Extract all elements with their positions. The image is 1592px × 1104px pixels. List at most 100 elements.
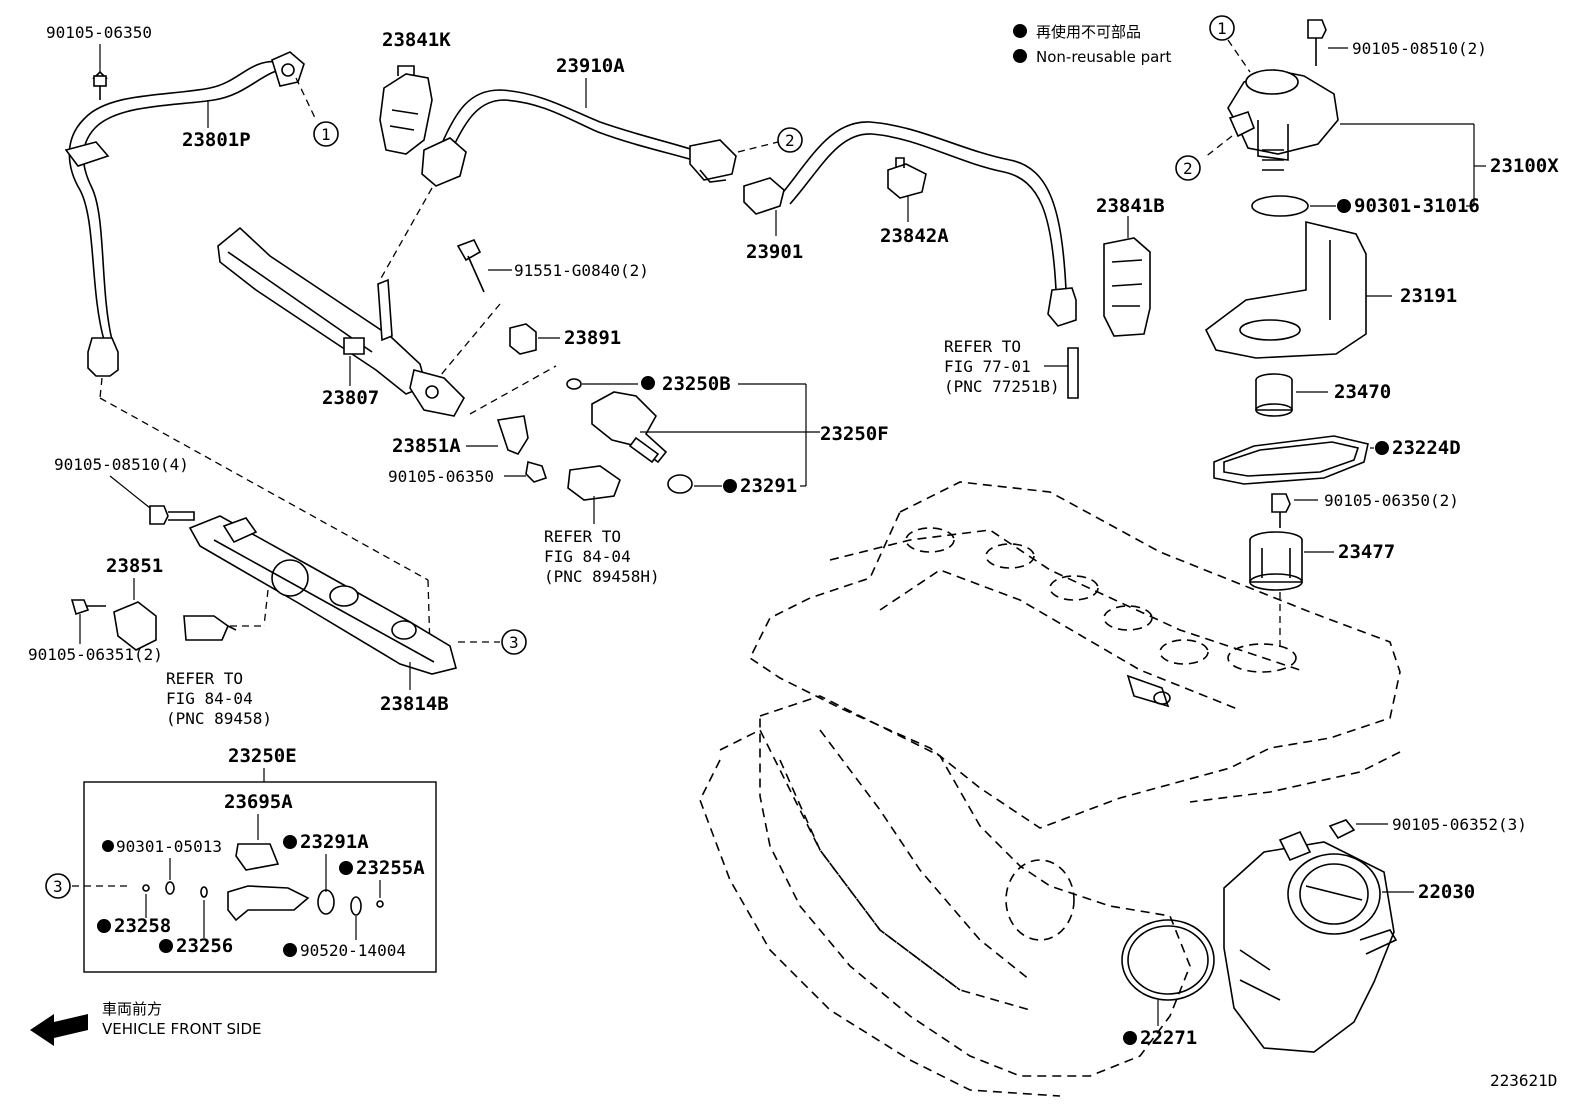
part-22030: 22030 <box>1418 881 1475 903</box>
part-23910A: 23910A <box>556 55 625 77</box>
part-23842A: 23842A <box>880 225 949 247</box>
part-90105-06350-2: 90105-06350(2) <box>1324 491 1459 510</box>
bolt-90105-06350-2 <box>1271 493 1318 528</box>
part-90105-06350-top: 90105-06350 <box>46 23 152 42</box>
fuel-pump-23100X <box>1203 69 1339 171</box>
fuel-hose-23801P <box>64 51 431 651</box>
o-ring-90301-31016 <box>1251 195 1309 217</box>
ring-23255A <box>376 900 384 908</box>
ref-fig84b-line2: FIG 84-04 <box>166 689 253 708</box>
engine-outline <box>699 481 1401 1097</box>
injector-kit <box>227 885 310 922</box>
callout-1-right <box>1209 15 1235 41</box>
connector-23841K <box>379 65 433 155</box>
ref-fig77-line3: (PNC 77251B) <box>944 377 1060 396</box>
part-90105-06350-mid: 90105-06350 <box>388 467 494 486</box>
figure-id: 223621D <box>1490 1071 1557 1090</box>
part-23250F: 23250F <box>820 423 889 445</box>
legend: 再使用不可部品 Non-reusable part <box>1013 23 1171 66</box>
ref-fig77-line1: REFER TO <box>944 337 1021 356</box>
callout-3-right-label: 3 <box>509 633 519 652</box>
bolt-90105-08510 <box>149 505 195 525</box>
injector-group-23250F <box>469 365 820 494</box>
part-23255A: 23255A <box>356 857 425 879</box>
callout-2-right-label: 2 <box>1183 159 1193 178</box>
gasket-23224D <box>1213 435 1374 485</box>
reference-fig-77-01: REFER TO FIG 77-01 (PNC 77251B) <box>944 337 1079 399</box>
part-90301-31016: 90301-31016 <box>1354 195 1480 217</box>
callout-1-left <box>313 121 339 147</box>
bolt-90105-06351 <box>70 599 106 644</box>
part-90105-06351: 90105-06351(2) <box>28 645 163 664</box>
part-23291A: 23291A <box>300 831 369 853</box>
part-23814B: 23814B <box>380 693 449 715</box>
part-90105-08510-4: 90105-08510(4) <box>54 455 189 474</box>
ref-fig84b-line3: (PNC 89458) <box>166 709 272 728</box>
bolt-90105-08510-2 <box>1307 19 1348 66</box>
clip-23695A <box>235 843 280 871</box>
vehicle-front-indicator: 車両前方 VEHICLE FRONT SIDE <box>30 1000 262 1046</box>
part-23801P: 23801P <box>182 129 251 151</box>
part-90105-08510-2: 90105-08510(2) <box>1352 39 1487 58</box>
housing-23477 <box>1249 531 1334 648</box>
ref-fig84b-line1: REFER TO <box>166 669 243 688</box>
callout-1-left-label: 1 <box>321 125 331 144</box>
part-23256: 23256 <box>176 935 233 957</box>
part-23191: 23191 <box>1400 285 1457 307</box>
clip-23842A <box>887 157 927 222</box>
part-23291: 23291 <box>740 475 797 497</box>
part-23901: 23901 <box>746 241 803 263</box>
part-23851A: 23851A <box>392 435 461 457</box>
part-23891: 23891 <box>564 327 621 349</box>
legend-jp: 再使用不可部品 <box>1036 23 1141 41</box>
part-23258: 23258 <box>114 915 171 937</box>
ref-fig77-line2: FIG 77-01 <box>944 357 1031 376</box>
legend-dot-icon <box>1013 49 1027 63</box>
callout-1-right-label: 1 <box>1217 19 1227 38</box>
ref-fig84a-line1: REFER TO <box>544 527 621 546</box>
callout-3-left-label: 3 <box>53 877 63 896</box>
sensor-refer-84-04-b: REFER TO FIG 84-04 (PNC 89458) <box>166 615 272 728</box>
bolt-90105-06352 <box>1328 819 1388 840</box>
front-arrow-icon <box>30 1014 88 1046</box>
collar-23891 <box>509 323 560 355</box>
cover-23851 <box>113 601 157 651</box>
lifter-23470 <box>1255 373 1328 417</box>
delivery-pipe-23807 <box>217 226 465 417</box>
kit-23250E-box <box>83 781 437 973</box>
part-90301-05013: 90301-05013 <box>116 837 222 856</box>
gasket-22271 <box>1121 919 1215 1026</box>
ring-90520-14004 <box>350 896 362 916</box>
part-23477: 23477 <box>1338 541 1395 563</box>
part-23470: 23470 <box>1334 381 1391 403</box>
part-23250B: 23250B <box>662 373 731 395</box>
part-23841B: 23841B <box>1096 195 1165 217</box>
insulator-23191 <box>1204 220 1392 359</box>
part-91551-G0840: 91551-G0840(2) <box>514 261 649 280</box>
bolt-91551 <box>439 238 512 377</box>
throttle-body-22030 <box>1223 830 1414 1053</box>
part-23807: 23807 <box>322 387 379 409</box>
clip-23851A <box>466 415 529 455</box>
part-90105-06352: 90105-06352(3) <box>1392 815 1527 834</box>
part-23100X: 23100X <box>1490 155 1559 177</box>
bracket-23841B <box>1103 216 1151 337</box>
part-23224D: 23224D <box>1392 437 1461 459</box>
part-23695A: 23695A <box>224 791 293 813</box>
o-ring-90301-05013 <box>165 881 175 895</box>
bolt-90105-06350-mid <box>504 460 548 483</box>
callout-3-left <box>45 873 71 899</box>
part-23250E: 23250E <box>228 745 297 767</box>
callout-3-right <box>501 629 527 655</box>
ring-23256 <box>200 886 208 898</box>
wire-harness-23910A <box>379 78 779 281</box>
legend-en: Non-reusable part <box>1036 48 1171 66</box>
hose-23901 <box>743 121 1077 327</box>
sensor-refer-84-04: REFER TO FIG 84-04 (PNC 89458H) <box>544 465 660 586</box>
seal-23291A <box>317 889 335 915</box>
callout-2-top <box>777 127 803 153</box>
ring-23258 <box>142 884 150 892</box>
part-90520-14004: 90520-14004 <box>300 941 406 960</box>
